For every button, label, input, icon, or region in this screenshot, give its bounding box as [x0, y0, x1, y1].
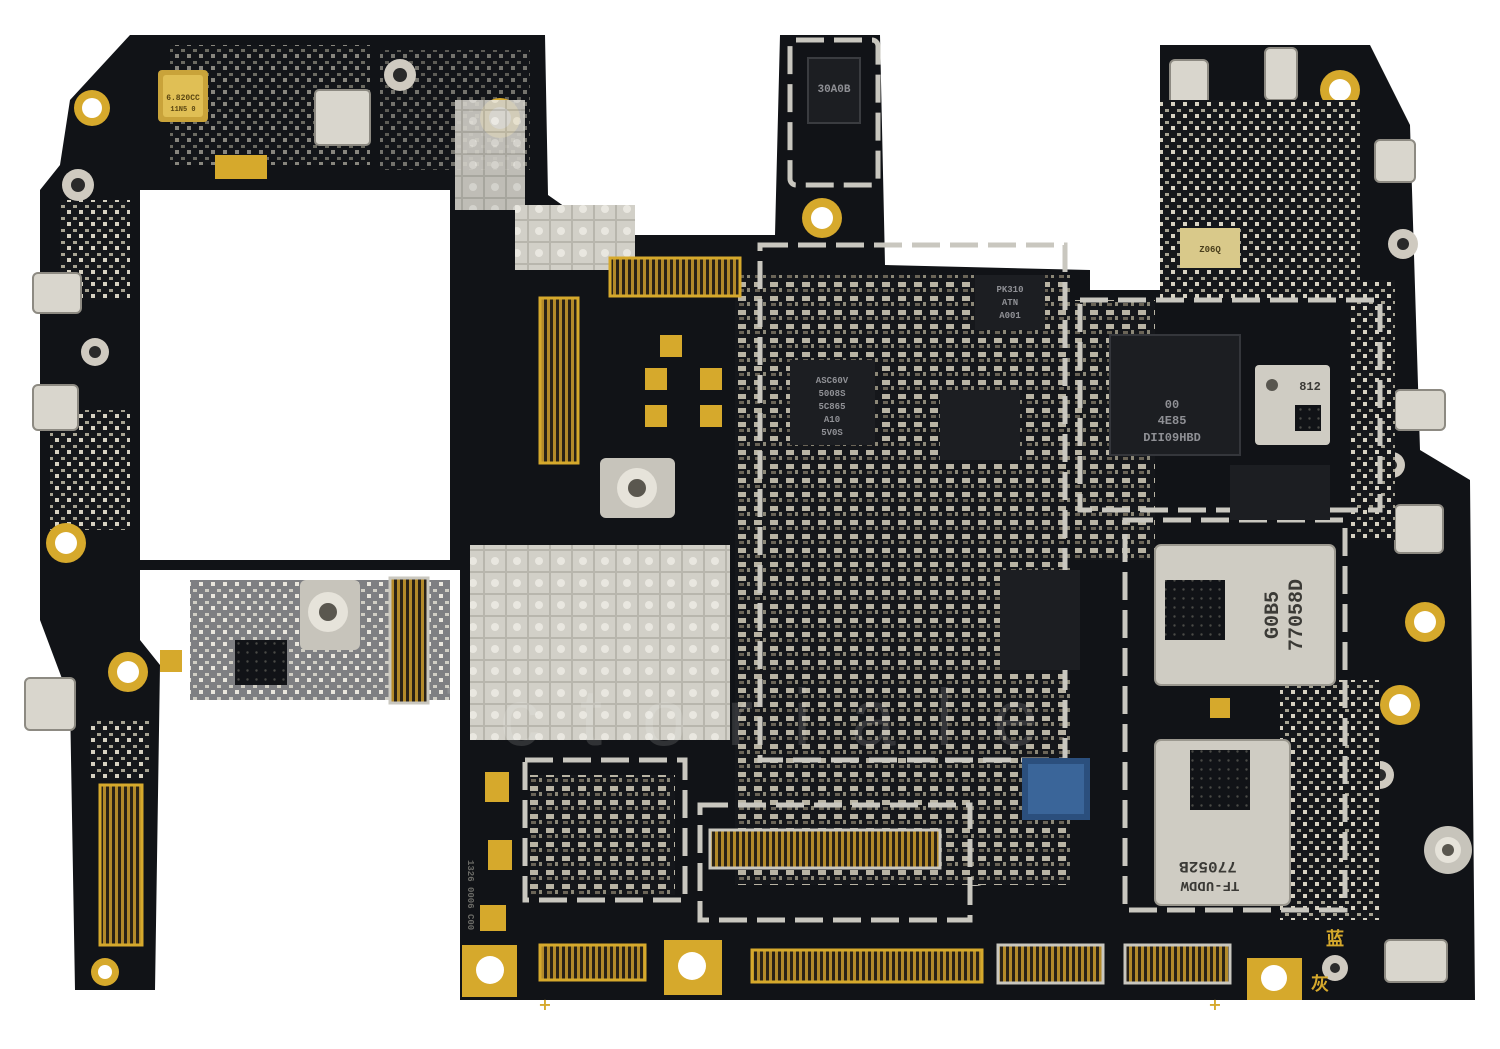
power-ic-line-4: A10: [824, 415, 840, 425]
power-ic-line-2: 5008S: [818, 389, 846, 399]
baseband-line-2: 4E85: [1158, 414, 1187, 428]
silkscreen-plus-left: +: [538, 995, 551, 1014]
silkscreen-labels: 蓝 灰 + + 1326 0006 C00: [465, 860, 1344, 1014]
rf-module-1-line-2: G0B5: [1262, 591, 1285, 639]
blue-component: [1022, 758, 1090, 820]
datamatrix-code: [1295, 405, 1321, 431]
power-ic-line-1: ASC60V: [816, 376, 849, 386]
baseband-line-1: 00: [1165, 398, 1179, 412]
datamatrix-code-rf2: [1190, 750, 1250, 810]
small-label-chip: Z06Q: [1180, 228, 1240, 268]
top-ic: 30A0B: [807, 57, 861, 124]
spring-contacts: [24, 47, 1448, 983]
crystal-marking: 6.820CC: [166, 94, 200, 103]
crystal-submarking: 11N5 0: [170, 106, 195, 114]
pmic-line-2: ATN: [1002, 298, 1018, 308]
serial-marking: 1326 0006 C00: [465, 860, 475, 930]
rf-module-2-line-1: 77052B: [1179, 857, 1237, 875]
baseband-line-3: DII09HBD: [1143, 431, 1201, 445]
shield-can-grid: [455, 100, 730, 740]
power-ic-left: ASC60V 5008S 5C865 A10 5V0S: [790, 360, 875, 445]
pmic-line-3: A001: [999, 311, 1021, 321]
watermark-text: ictoriale: [442, 673, 1078, 762]
apple-chip: 812: [1255, 365, 1330, 445]
apple-chip-marking: 812: [1299, 380, 1321, 394]
rf-module-2-line-2: TF-UDDW: [1180, 877, 1239, 893]
dark-ics: [940, 390, 1330, 670]
rf-module-1: 77058D G0B5: [1154, 544, 1336, 686]
top-ic-marking: 30A0B: [817, 84, 850, 96]
baseband-ic: 00 4E85 DII09HBD: [1109, 334, 1241, 456]
flex-connectors: [98, 256, 1232, 985]
power-ic-line-3: 5C865: [818, 402, 845, 412]
board-qr-code: [235, 640, 287, 685]
gold-pads: [160, 155, 1230, 931]
silkscreen-plus-right: +: [1208, 995, 1221, 1014]
crystal-oscillator: 6.820CC 11N5 0: [158, 70, 208, 122]
rf-module-2: 77052B TF-UDDW: [1154, 739, 1291, 906]
small-label-text: Z06Q: [1199, 245, 1221, 255]
power-ic-line-5: 5V0S: [821, 428, 843, 438]
pmic-line-1: PK310: [996, 285, 1023, 295]
silkscreen-gray-label: 灰: [1311, 973, 1329, 995]
datamatrix-code-rf1: [1165, 580, 1225, 640]
rf-module-1-line-1: 77058D: [1286, 579, 1309, 651]
pmic-small: PK310 ATN A001: [975, 275, 1045, 330]
apple-logo-icon: [1266, 379, 1278, 391]
silkscreen-blue-label: 蓝: [1326, 929, 1344, 950]
